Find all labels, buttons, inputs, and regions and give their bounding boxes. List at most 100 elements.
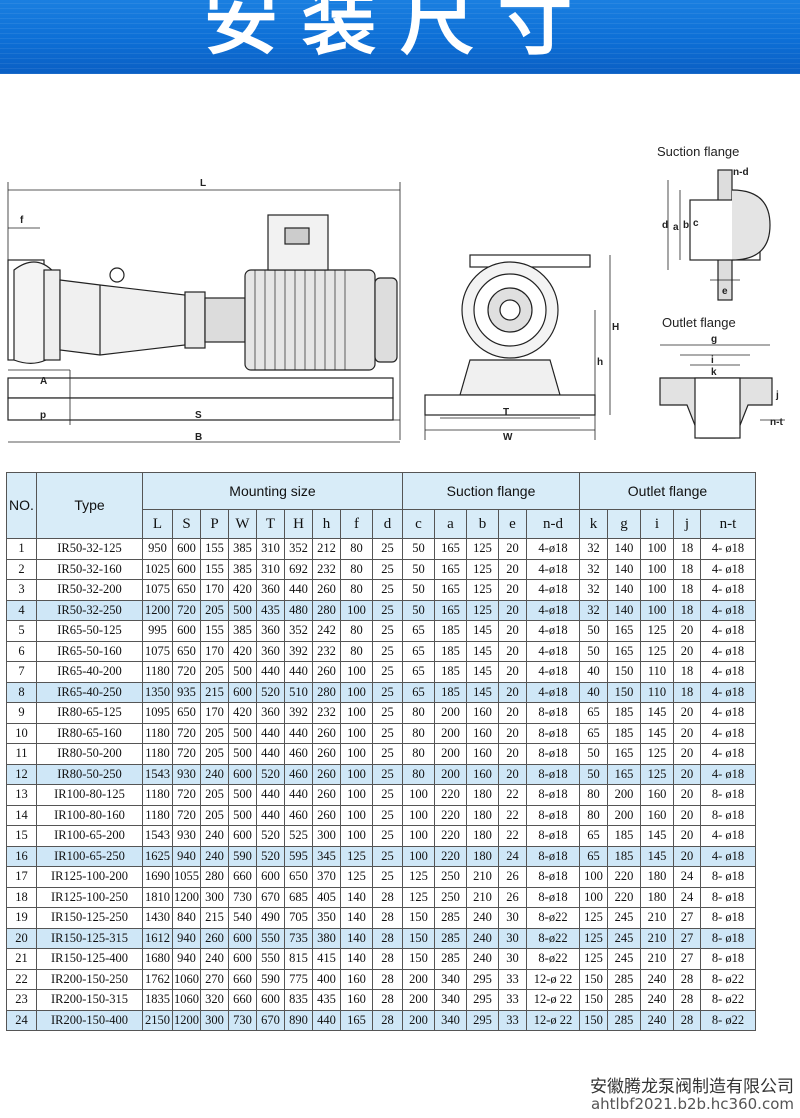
value-cell: 20 — [498, 640, 527, 662]
value-cell: 310 — [256, 538, 285, 560]
sub-header-cell: k — [579, 509, 608, 539]
value-cell: 1060 — [172, 968, 201, 990]
dimension-table-wrap: NO. Type Mounting size Suction flange Ou… — [6, 472, 756, 1031]
value-cell: 140 — [607, 599, 641, 621]
value-cell: 1680 — [142, 948, 173, 970]
value-cell: 8- ø18 — [700, 866, 756, 888]
value-cell: 295 — [466, 1009, 499, 1031]
value-cell: 260 — [312, 804, 341, 826]
value-cell: 140 — [340, 886, 373, 908]
row-number-cell: 12 — [6, 763, 37, 785]
value-cell: 500 — [228, 661, 257, 683]
value-cell: 100 — [340, 681, 373, 703]
value-cell: 165 — [434, 558, 467, 580]
type-cell: IR100-65-200 — [36, 825, 143, 847]
row-number-cell: 22 — [6, 968, 37, 990]
row-number-cell: 2 — [6, 558, 37, 580]
value-cell: 940 — [172, 927, 201, 949]
dim-W: W — [503, 432, 513, 443]
value-cell: 80 — [402, 743, 435, 765]
value-cell: 145 — [466, 640, 499, 662]
value-cell: 20 — [498, 599, 527, 621]
value-cell: 20 — [498, 579, 527, 601]
value-cell: 65 — [579, 702, 608, 724]
value-cell: 590 — [228, 845, 257, 867]
value-cell: 32 — [579, 579, 608, 601]
type-cell: IR50-32-250 — [36, 599, 143, 621]
value-cell: 33 — [498, 968, 527, 990]
value-cell: 170 — [200, 579, 229, 601]
value-cell: 50 — [579, 763, 608, 785]
value-cell: 28 — [673, 989, 701, 1011]
dimension-table: NO. Type Mounting size Suction flange Ou… — [6, 472, 756, 1031]
dim-b: b — [683, 220, 689, 231]
value-cell: 220 — [434, 804, 467, 826]
dim-S: S — [195, 410, 202, 421]
value-cell: 440 — [256, 661, 285, 683]
sub-header-cell: n-t — [700, 509, 756, 539]
value-cell: 440 — [284, 722, 313, 744]
row-number-cell: 19 — [6, 907, 37, 929]
value-cell: 600 — [256, 989, 285, 1011]
value-cell: 440 — [284, 661, 313, 683]
value-cell: 385 — [228, 558, 257, 580]
row-number-cell: 3 — [6, 579, 37, 601]
value-cell: 8-ø18 — [526, 702, 580, 724]
value-cell: 260 — [200, 927, 229, 949]
value-cell: 27 — [673, 907, 701, 929]
type-cell: IR150-125-400 — [36, 948, 143, 970]
value-cell: 125 — [402, 866, 435, 888]
header-suction-flange: Suction flange — [402, 472, 580, 510]
value-cell: 12-ø 22 — [526, 989, 580, 1011]
dim-a: a — [673, 222, 679, 233]
value-cell: 30 — [498, 948, 527, 970]
value-cell: 440 — [312, 1009, 341, 1031]
value-cell: 705 — [284, 907, 313, 929]
value-cell: 185 — [434, 661, 467, 683]
company-name: 安徽腾龙泵阀制造有限公司 — [590, 1077, 794, 1097]
value-cell: 150 — [402, 927, 435, 949]
value-cell: 4- ø18 — [700, 845, 756, 867]
value-cell: 212 — [312, 538, 341, 560]
type-cell: IR125-100-250 — [36, 886, 143, 908]
value-cell: 2150 — [142, 1009, 173, 1031]
value-cell: 200 — [402, 989, 435, 1011]
value-cell: 25 — [372, 661, 403, 683]
row-number-cell: 5 — [6, 620, 37, 642]
value-cell: 4- ø18 — [700, 640, 756, 662]
value-cell: 600 — [172, 620, 201, 642]
value-cell: 352 — [284, 538, 313, 560]
dim-d: d — [662, 220, 668, 231]
value-cell: 180 — [640, 866, 674, 888]
value-cell: 4- ø18 — [700, 681, 756, 703]
value-cell: 310 — [256, 558, 285, 580]
value-cell: 145 — [466, 661, 499, 683]
row-number-cell: 14 — [6, 804, 37, 826]
outlet-flange-detail — [659, 344, 785, 439]
sub-header-cell: T — [256, 509, 285, 539]
value-cell: 1762 — [142, 968, 173, 990]
value-cell: 200 — [434, 722, 467, 744]
value-cell: 525 — [284, 825, 313, 847]
value-cell: 25 — [372, 558, 403, 580]
value-cell: 210 — [640, 927, 674, 949]
value-cell: 100 — [640, 579, 674, 601]
value-cell: 440 — [256, 743, 285, 765]
row-number-cell: 15 — [6, 825, 37, 847]
dim-j: j — [775, 390, 779, 401]
value-cell: 25 — [372, 804, 403, 826]
value-cell: 360 — [256, 702, 285, 724]
value-cell: 205 — [200, 599, 229, 621]
value-cell: 520 — [256, 681, 285, 703]
value-cell: 165 — [434, 538, 467, 560]
value-cell: 692 — [284, 558, 313, 580]
value-cell: 160 — [640, 784, 674, 806]
value-cell: 392 — [284, 702, 313, 724]
value-cell: 260 — [312, 784, 341, 806]
value-cell: 100 — [340, 599, 373, 621]
value-cell: 930 — [172, 763, 201, 785]
value-cell: 27 — [673, 927, 701, 949]
value-cell: 100 — [340, 804, 373, 826]
